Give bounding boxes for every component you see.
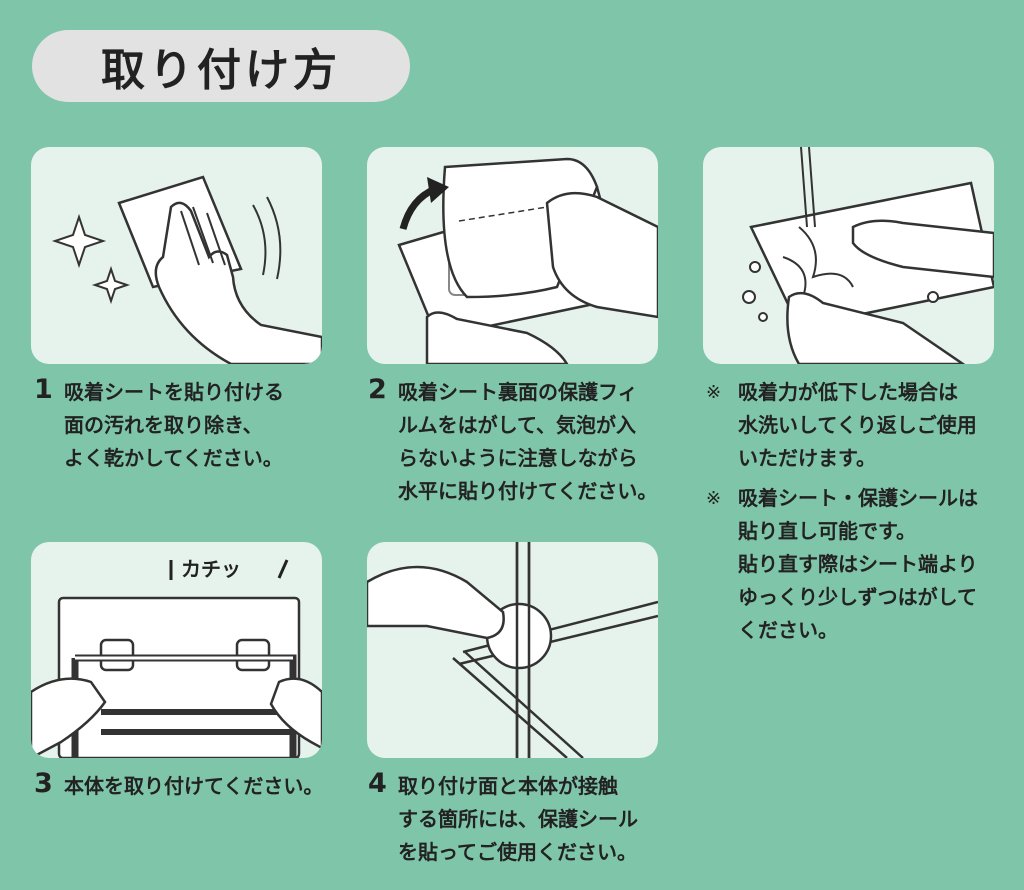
note-line: いただけます。 <box>738 446 876 470</box>
illustration-wash-sheet <box>703 147 994 364</box>
wipe-illustration <box>51 175 322 364</box>
note-text: 吸着シート・保護シールは 貼り直し可能です。 貼り直す際はシート端より ゆっくり… <box>738 482 978 647</box>
step-text: 本体を取り付けてください。 <box>64 770 323 803</box>
illustration-peel-film <box>367 147 658 364</box>
note-mark: ※ <box>706 382 722 403</box>
step-line: 取り付け面と本体が接触 <box>398 774 618 798</box>
peel-illustration <box>397 157 658 364</box>
note-line: 吸着シート・保護シールは <box>738 486 978 510</box>
note-line: 水洗いしてくり返しご使用 <box>738 413 977 437</box>
note-line: 貼り直し可能です。 <box>738 519 916 543</box>
note-2: ※ 吸着シート・保護シールは 貼り直し可能です。 貼り直す際はシート端より ゆっ… <box>706 482 978 647</box>
note-line: 貼り直す際はシート端より <box>738 552 978 576</box>
step-text: 取り付け面と本体が接触 する箇所には、保護シール を貼ってご使用ください。 <box>398 770 638 869</box>
droplet-icon <box>749 261 761 273</box>
step-1: 1 吸着シートを貼り付ける 面の汚れを取り除き、 よく乾かしてください。 <box>34 374 284 475</box>
seal-illustration <box>367 542 658 758</box>
step-line: らないように注意しながら <box>398 446 638 470</box>
sparkle-icon <box>51 213 107 269</box>
click-sound-label: カチッ <box>181 557 241 581</box>
note-1: ※ 吸着力が低下した場合は 水洗いしてくり返しご使用 いただけます。 <box>706 376 977 475</box>
step-number: 2 <box>368 374 387 405</box>
wash-illustration <box>742 147 994 364</box>
illustration-attach-body: カチッ <box>31 542 322 758</box>
step-line: する箇所には、保護シール <box>398 807 638 831</box>
step-2: 2 吸着シート裏面の保護フィ ルムをはがして、気泡が入 らないように注意しながら… <box>368 374 657 508</box>
step-text: 吸着シート裏面の保護フィ ルムをはがして、気泡が入 らないように注意しながら 水… <box>398 376 657 508</box>
page-title-pill: 取り付け方 <box>32 30 410 102</box>
illustration-protective-seal <box>367 542 658 758</box>
step-line: を貼ってご使用ください。 <box>398 840 637 864</box>
illustration-wipe-surface <box>31 147 322 364</box>
note-line: 吸着力が低下した場合は <box>738 380 958 404</box>
droplet-icon <box>758 312 768 322</box>
note-text: 吸着力が低下した場合は 水洗いしてくり返しご使用 いただけます。 <box>738 376 977 475</box>
step-number: 1 <box>34 374 53 405</box>
step-line: 吸着シート裏面の保護フィ <box>398 380 638 404</box>
note-line: ゆっくり少しずつはがして <box>738 585 977 609</box>
attach-illustration: カチッ <box>31 557 322 758</box>
step-line: 吸着シートを貼り付ける <box>64 380 284 404</box>
step-line: 面の汚れを取り除き、 <box>64 413 263 437</box>
note-mark: ※ <box>706 488 722 509</box>
step-number: 3 <box>34 768 53 799</box>
sparkle-icon <box>91 265 131 305</box>
page-title: 取り付け方 <box>101 45 341 96</box>
note-line: ください。 <box>738 618 838 642</box>
step-line: ルムをはがして、気泡が入 <box>398 413 636 437</box>
step-4: 4 取り付け面と本体が接触 する箇所には、保護シール を貼ってご使用ください。 <box>368 768 638 869</box>
step-line: 本体を取り付けてください。 <box>64 774 324 798</box>
droplet-icon <box>927 291 939 303</box>
step-text: 吸着シートを貼り付ける 面の汚れを取り除き、 よく乾かしてください。 <box>64 376 284 475</box>
step-number: 4 <box>368 768 387 799</box>
step-3: 3 本体を取り付けてください。 <box>34 768 323 803</box>
step-line: よく乾かしてください。 <box>64 446 283 470</box>
droplet-icon <box>742 290 756 304</box>
step-line: 水平に貼り付けてください。 <box>398 479 658 503</box>
